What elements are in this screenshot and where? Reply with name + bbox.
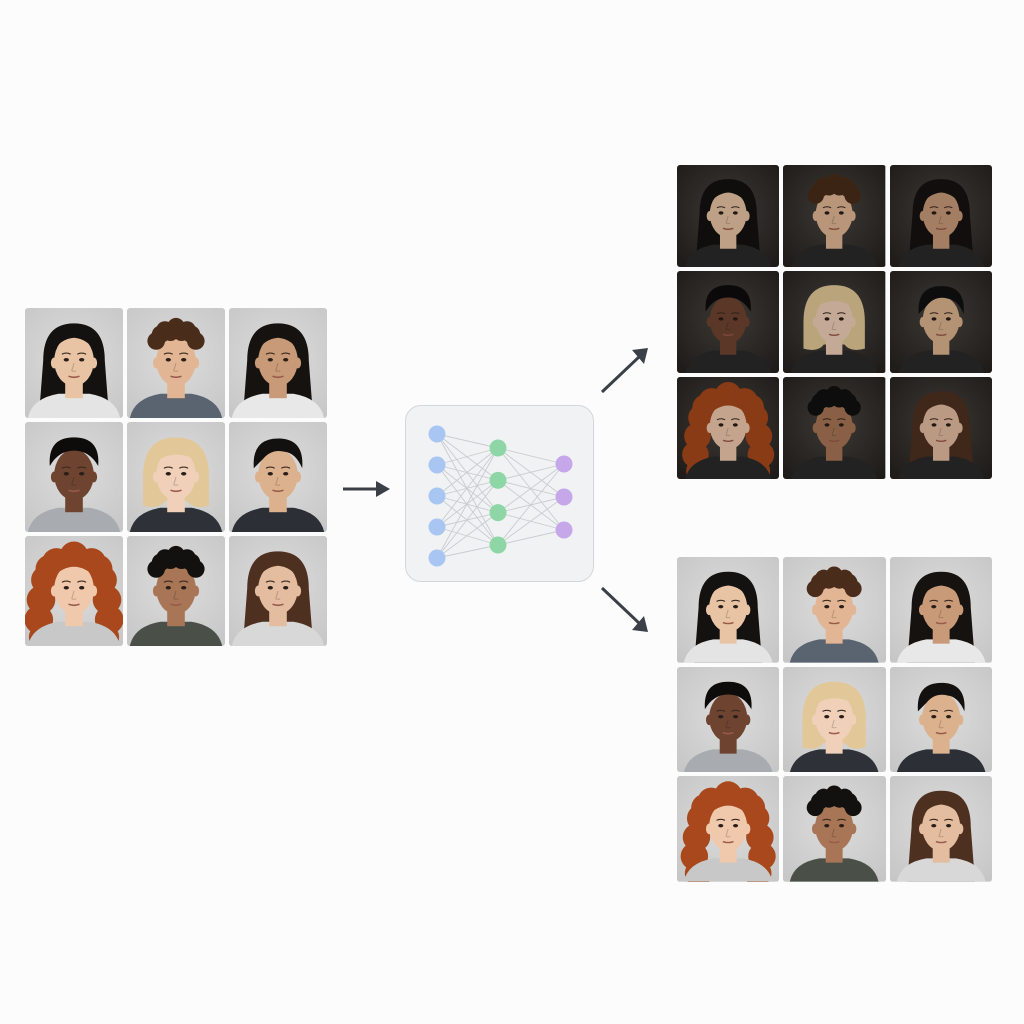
portrait-image <box>783 557 885 663</box>
portrait-image <box>677 557 779 663</box>
input-node <box>429 488 446 505</box>
face-tile <box>890 165 992 267</box>
face-tile <box>783 776 885 882</box>
network-edge <box>498 448 564 464</box>
face-tile <box>783 667 885 773</box>
output-face-grid-dark <box>677 165 992 479</box>
portrait-image <box>25 536 123 646</box>
face-tile <box>890 271 992 373</box>
face-tile <box>25 308 123 418</box>
network-edge <box>498 464 564 480</box>
output-node <box>556 522 573 539</box>
face-tile <box>127 308 225 418</box>
face-tile <box>890 557 992 663</box>
portrait-image <box>677 776 779 882</box>
output-face-grid-light <box>677 557 992 882</box>
neural-network-panel <box>405 405 594 582</box>
hidden-node <box>490 440 507 457</box>
face-tile <box>127 422 225 532</box>
portrait-image <box>890 271 992 373</box>
face-tile <box>890 377 992 479</box>
input-node <box>429 550 446 567</box>
face-tile <box>25 422 123 532</box>
portrait-image <box>890 667 992 773</box>
input-face-grid <box>25 308 327 646</box>
portrait-image <box>677 667 779 773</box>
face-tile <box>783 271 885 373</box>
portrait-image <box>229 308 327 418</box>
portrait-image <box>890 377 992 479</box>
portrait-image <box>890 557 992 663</box>
input-node <box>429 426 446 443</box>
portrait-image <box>783 165 885 267</box>
portrait-image <box>127 536 225 646</box>
face-tile <box>127 536 225 646</box>
hidden-node <box>490 504 507 521</box>
face-tile <box>890 667 992 773</box>
face-tile <box>890 776 992 882</box>
face-tile <box>677 165 779 267</box>
face-tile <box>677 377 779 479</box>
portrait-image <box>677 377 779 479</box>
face-tile <box>783 377 885 479</box>
face-tile <box>677 271 779 373</box>
face-tile <box>783 165 885 267</box>
face-tile <box>677 557 779 663</box>
portrait-image <box>229 536 327 646</box>
portrait-image <box>25 308 123 418</box>
portrait-image <box>127 422 225 532</box>
input-node <box>429 519 446 536</box>
arrow-right-icon <box>340 476 394 502</box>
portrait-image <box>783 271 885 373</box>
face-tile <box>229 422 327 532</box>
input-node <box>429 457 446 474</box>
face-tile <box>677 776 779 882</box>
face-tile <box>25 536 123 646</box>
face-tile <box>229 308 327 418</box>
arrow-down-right-icon <box>596 582 656 638</box>
neural-network-diagram <box>406 406 595 583</box>
face-tile <box>677 667 779 773</box>
portrait-image <box>677 271 779 373</box>
face-tile <box>229 536 327 646</box>
hidden-node <box>490 472 507 489</box>
portrait-image <box>229 422 327 532</box>
portrait-image <box>783 667 885 773</box>
portrait-image <box>890 776 992 882</box>
portrait-image <box>783 776 885 882</box>
network-edge <box>437 496 498 513</box>
portrait-image <box>677 165 779 267</box>
output-node <box>556 489 573 506</box>
portrait-image <box>890 165 992 267</box>
face-tile <box>783 557 885 663</box>
hidden-node <box>490 537 507 554</box>
portrait-image <box>127 308 225 418</box>
arrow-up-right-icon <box>596 342 656 398</box>
output-node <box>556 456 573 473</box>
portrait-image <box>783 377 885 479</box>
portrait-image <box>25 422 123 532</box>
